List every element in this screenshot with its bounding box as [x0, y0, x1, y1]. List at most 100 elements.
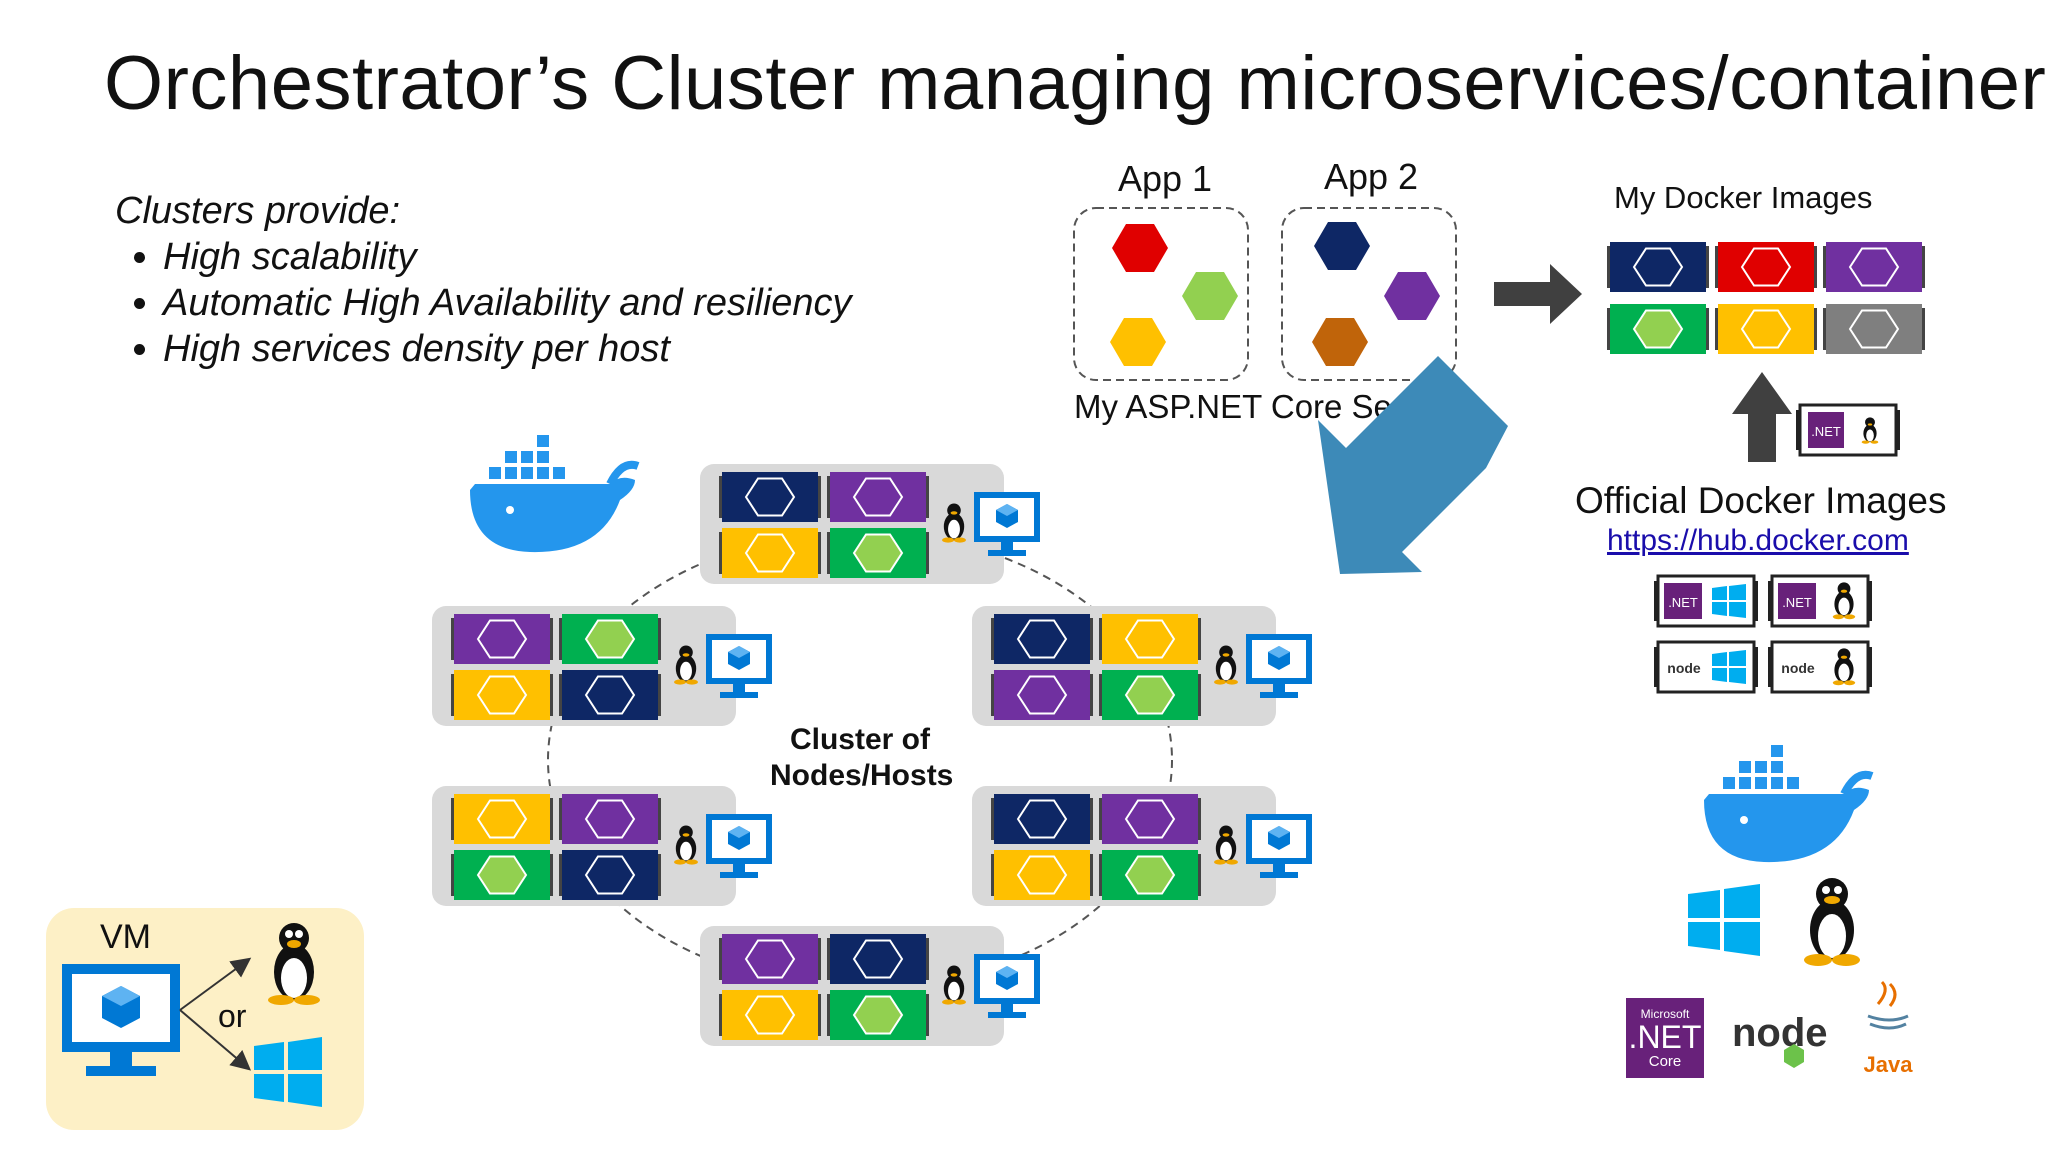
- nodejs-logo: node: [1732, 1011, 1828, 1068]
- my-docker-images-label: My Docker Images: [1614, 180, 1873, 215]
- java-logo: Java: [1864, 980, 1914, 1077]
- cluster-node: [700, 926, 1040, 1046]
- official-docker-images-label: Official Docker Images: [1575, 480, 1947, 521]
- container-block: [559, 614, 661, 664]
- official-image-badge: .NET: [1654, 574, 1758, 628]
- app2-label: App 2: [1324, 156, 1419, 197]
- windows-icon: [1712, 650, 1746, 684]
- windows-icon: [1688, 884, 1760, 956]
- container-block: [991, 794, 1093, 844]
- linux-tux-icon: [942, 965, 966, 1005]
- cluster-node: [972, 606, 1312, 726]
- container-block: [451, 614, 553, 664]
- container-block: [827, 990, 929, 1040]
- linux-tux-icon: [1832, 582, 1856, 620]
- svg-text:Java: Java: [1864, 1052, 1914, 1077]
- official-image-badge: .NET: [1768, 574, 1872, 628]
- container-block: [991, 850, 1093, 900]
- app2-box: [1281, 207, 1457, 381]
- svg-text:node: node: [1667, 660, 1701, 676]
- or-label: or: [218, 998, 247, 1034]
- container-block: [559, 850, 661, 900]
- container-block: [719, 472, 821, 522]
- windows-icon: [254, 1037, 322, 1107]
- official-image-badge: node: [1768, 640, 1872, 694]
- official-image-badge: node: [1654, 640, 1758, 694]
- container-block: [1823, 304, 1925, 354]
- svg-text:node: node: [1781, 660, 1815, 676]
- net-linux-badge: .NET: [1796, 403, 1900, 457]
- linux-tux-icon: [268, 923, 320, 1005]
- container-block: [1715, 242, 1817, 292]
- vm-label: VM: [100, 918, 151, 956]
- cluster-node: [432, 606, 772, 726]
- container-block: [719, 990, 821, 1040]
- linux-tux-icon: [1214, 825, 1238, 865]
- hexagon-navy: [1314, 222, 1370, 270]
- page-title: Orchestrator’s Cluster managing microser…: [104, 41, 2048, 126]
- clusters-heading: Clusters provide:: [115, 190, 401, 232]
- container-block: [451, 794, 553, 844]
- linux-tux-icon: [1214, 645, 1238, 685]
- container-block: [1099, 670, 1201, 720]
- linux-tux-icon: [674, 825, 698, 865]
- container-block: [1099, 850, 1201, 900]
- docker-whale-icon: [470, 433, 640, 553]
- svg-text:.NET: .NET: [1782, 595, 1812, 610]
- list-item: Automatic High Availability and resilien…: [163, 280, 852, 326]
- list-item: High services density per host: [163, 326, 852, 372]
- vm-arrow-windows: [179, 1009, 252, 1071]
- svg-text:node: node: [1732, 1011, 1828, 1055]
- monitor-icon: [706, 634, 772, 698]
- official-image-badges: .NET .NET node node: [1654, 574, 1872, 694]
- container-block: [991, 670, 1093, 720]
- cluster-node: [972, 786, 1312, 906]
- container-block: [719, 934, 821, 984]
- big-arrow-down-left: [1318, 356, 1508, 574]
- container-block: [827, 528, 929, 578]
- svg-text:.NET: .NET: [1668, 595, 1698, 610]
- app1-label: App 1: [1118, 158, 1213, 199]
- container-block: [1607, 304, 1709, 354]
- linux-tux-icon: [942, 503, 966, 543]
- container-block: [719, 528, 821, 578]
- linux-tux-icon: [1861, 417, 1879, 444]
- cluster-nodes: [432, 464, 1312, 1046]
- cluster-node: [700, 464, 1040, 584]
- list-item: High scalability: [163, 234, 852, 280]
- container-block: [1099, 614, 1201, 664]
- cluster-ring: [547, 531, 1173, 989]
- linux-tux-icon: [1804, 878, 1860, 966]
- hexagon-brown: [1312, 318, 1368, 366]
- monitor-icon: [1246, 634, 1312, 698]
- svg-text:.NET: .NET: [1811, 424, 1841, 439]
- app1-box: [1073, 207, 1249, 381]
- linux-tux-icon: [674, 645, 698, 685]
- my-docker-images: [1607, 242, 1925, 354]
- hexagon-red: [1112, 224, 1168, 272]
- cluster-node: [432, 786, 772, 906]
- container-block: [1607, 242, 1709, 292]
- container-block: [451, 670, 553, 720]
- vm-arrow-linux: [179, 957, 252, 1011]
- container-block: [991, 614, 1093, 664]
- monitor-icon: [706, 814, 772, 878]
- linux-tux-icon: [1832, 648, 1856, 686]
- container-block: [827, 934, 929, 984]
- vm-monitor-icon: [62, 964, 180, 1076]
- monitor-icon: [974, 492, 1040, 556]
- monitor-icon: [1246, 814, 1312, 878]
- monitor-icon: [974, 954, 1040, 1018]
- container-block: [559, 794, 661, 844]
- container-block: [559, 670, 661, 720]
- docker-hub-link[interactable]: https://hub.docker.com: [1607, 524, 1909, 557]
- clusters-benefits: Clusters provide: High scalability Autom…: [115, 188, 852, 372]
- hexagon-yellow: [1110, 318, 1166, 366]
- clusters-list: High scalability Automatic High Availabi…: [115, 234, 852, 372]
- container-block: [451, 850, 553, 900]
- svg-text:Core: Core: [1649, 1053, 1682, 1070]
- cluster-label: Cluster of Nodes/Hosts: [770, 723, 954, 792]
- windows-icon: [1712, 584, 1746, 618]
- container-block: [1715, 304, 1817, 354]
